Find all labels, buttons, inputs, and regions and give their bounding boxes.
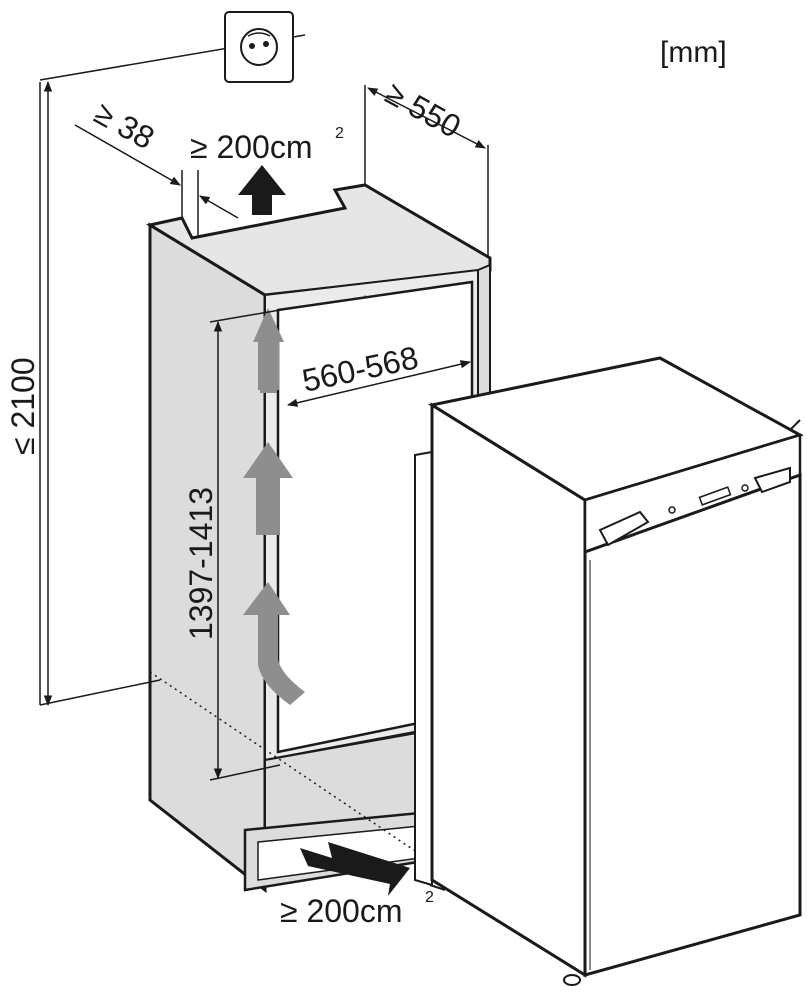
dim-min-depth bbox=[364, 85, 489, 258]
vent-bottom-value: ≥ 200cm bbox=[280, 893, 403, 929]
units-label: [mm] bbox=[660, 36, 727, 69]
label-niche-height: 1397-1413 bbox=[183, 487, 219, 640]
label-vent-top: ≥ 200cm 2 bbox=[190, 125, 344, 165]
vent-top-value: ≥ 200cm bbox=[190, 129, 313, 165]
dim-niche-width bbox=[286, 360, 472, 407]
refrigerator-appliance bbox=[414, 356, 804, 986]
arrow-up-icon bbox=[238, 165, 286, 215]
vent-top-sup: 2 bbox=[335, 125, 344, 142]
airflow-arrow-icon bbox=[243, 308, 305, 705]
dim-niche-height bbox=[209, 309, 281, 781]
wall-socket-icon bbox=[39, 11, 306, 83]
dim-min-gap bbox=[74, 124, 239, 238]
label-max-height: ≤ 2100 bbox=[5, 357, 41, 455]
label-vent-bottom: ≥ 200cm 2 bbox=[280, 889, 434, 929]
label-min-depth: ≥ 550 bbox=[380, 75, 467, 145]
label-min-gap: ≥ 38 bbox=[89, 95, 161, 157]
arrow-right-icon bbox=[300, 842, 410, 896]
dim-max-height bbox=[39, 80, 161, 707]
vent-bottom-sup: 2 bbox=[425, 889, 434, 906]
